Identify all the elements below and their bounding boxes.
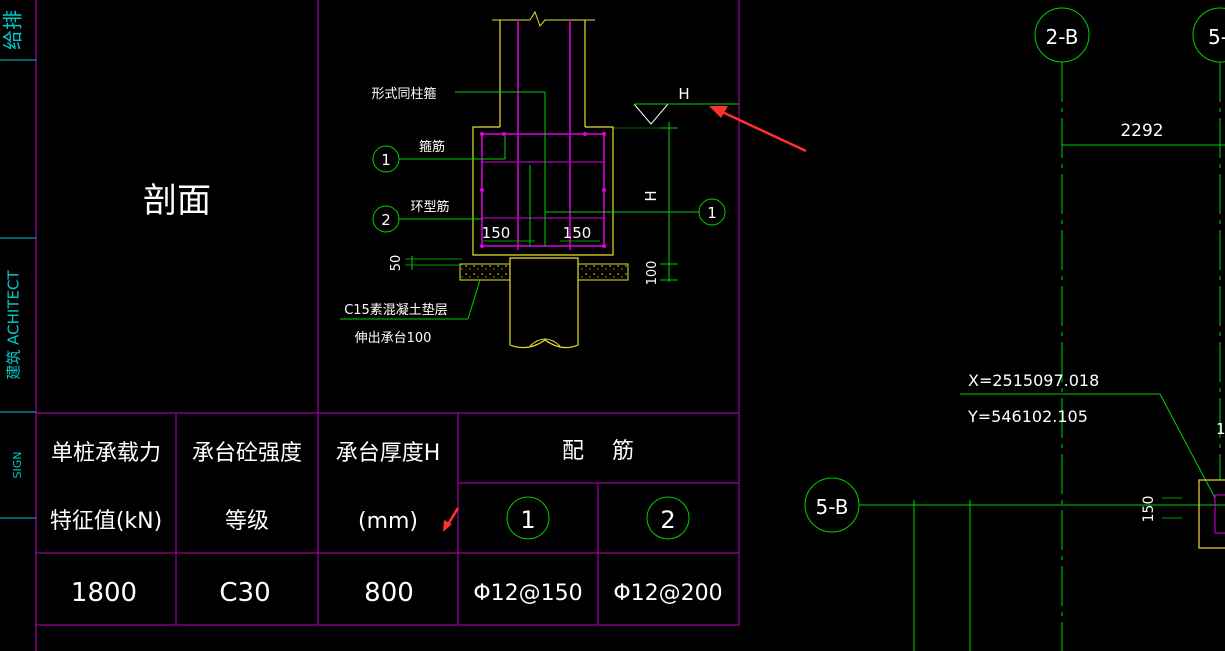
- header-thickness-line2: (mm): [358, 509, 418, 534]
- dim-edge-plan: 15: [1216, 420, 1225, 438]
- plan-cap-outline: [1198, 479, 1225, 549]
- label-ring: 环型筋: [410, 199, 449, 215]
- header-thickness-line1: 承台厚度H: [336, 441, 441, 466]
- sidebar-label-mid: 建筑 ACHITECT: [5, 270, 23, 380]
- cell-grade: C30: [219, 578, 270, 608]
- label-column-rebar: 形式同柱箍: [371, 86, 436, 102]
- coord-y: Y=546102.105: [967, 407, 1088, 426]
- bubble-1-right-text: 1: [707, 204, 717, 222]
- arrow-to-level-H: [717, 108, 807, 153]
- header-sub1: 1: [520, 506, 535, 534]
- cell-load: 1800: [71, 578, 137, 608]
- plan-view: 2-B 5- 2292 X=2515097.018 Y=546102.105 5…: [804, 7, 1225, 651]
- bubble-1-left-text: 1: [381, 151, 391, 169]
- axis-label-5b: 5-B: [816, 495, 849, 519]
- label-pad-line2: 伸出承台100: [355, 331, 432, 346]
- dim-150-plan: 150: [1141, 496, 1157, 523]
- axis-label-2b: 2-B: [1046, 25, 1079, 49]
- coord-x: X=2515097.018: [968, 371, 1099, 390]
- axis-label-5-top: 5-: [1208, 25, 1225, 49]
- header-load-line2: 特征值(kN): [50, 509, 162, 534]
- header-load-line1: 单桩承载力: [51, 441, 161, 466]
- sidebar-label-bottom: SIGN: [11, 452, 24, 479]
- level-H: H: [678, 85, 689, 103]
- spec-table: 单桩承载力 特征值(kN) 承台砼强度 等级 承台厚度H (mm) 配 筋 1 …: [50, 439, 723, 608]
- dim-150-left: 150: [482, 224, 511, 242]
- dim-50: 50: [389, 255, 404, 272]
- header-grade-line2: 等级: [225, 509, 269, 534]
- annotation-arrows: [443, 106, 807, 532]
- sidebar-strip: 给排 建筑 ACHITECT SIGN: [0, 0, 37, 651]
- cell-rebar1: Φ12@150: [473, 581, 582, 606]
- label-stirrup: 箍筋: [419, 139, 445, 155]
- dim-H-vertical: H: [642, 190, 660, 201]
- header-rebar: 配 筋: [562, 439, 634, 464]
- dim-150-right: 150: [563, 224, 592, 242]
- header-sub2: 2: [660, 506, 675, 534]
- dim-2292: 2292: [1120, 121, 1163, 141]
- section-title: 剖面: [143, 181, 211, 221]
- cell-rebar2: Φ12@200: [613, 581, 722, 606]
- header-sub1-bubble: [506, 496, 550, 540]
- pile-cap-detail: 150 150 H H 100 50: [389, 10, 739, 349]
- bubble-2-left-text: 2: [381, 211, 391, 229]
- header-sub2-bubble: [646, 496, 690, 540]
- cell-thickness: 800: [364, 578, 414, 608]
- header-grade-line1: 承台砼强度: [192, 441, 302, 466]
- label-pad-line1: C15素混凝土垫层: [344, 302, 448, 318]
- dim-100-vertical: 100: [645, 261, 660, 286]
- sidebar-label-top: 给排: [1, 10, 25, 50]
- detail-callouts: 形式同柱箍 1 箍筋 2 环型筋 1 C15素混凝土垫层 伸出承台100: [340, 86, 726, 346]
